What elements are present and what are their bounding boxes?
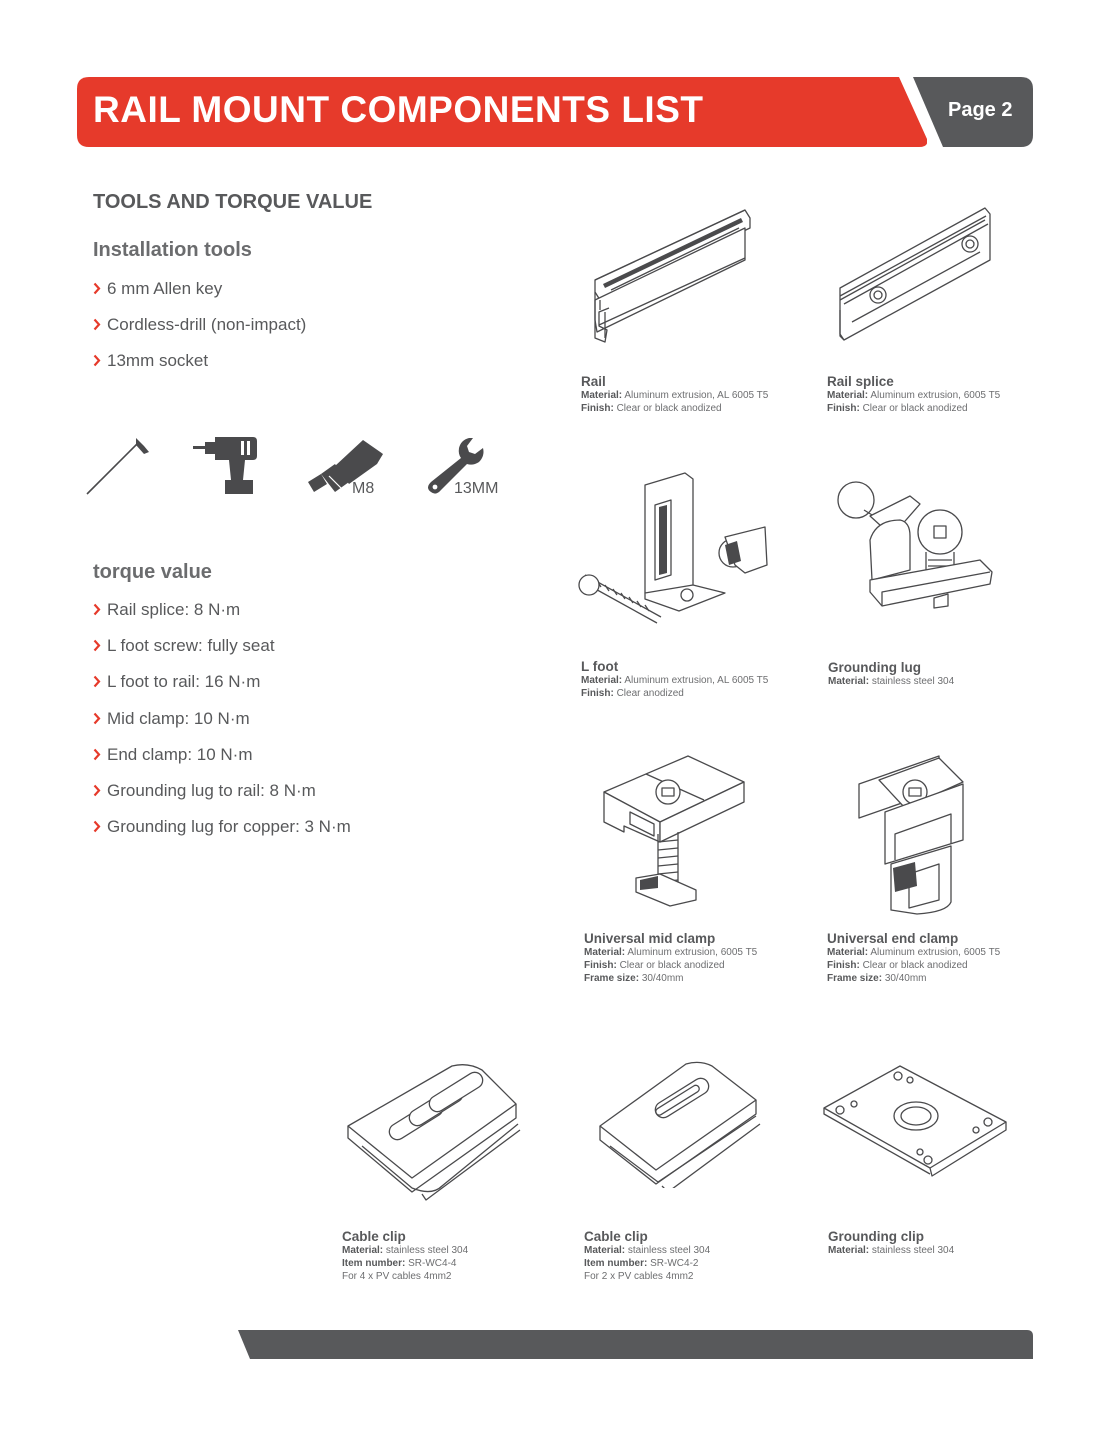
- list-item: Grounding lug for copper: 3 N·m: [93, 817, 351, 853]
- list-item-label: End clamp: 10 N·m: [107, 744, 253, 764]
- rail-splice-caption: Rail splice Material: Aluminum extrusion…: [827, 374, 1057, 415]
- header-banner: RAIL MOUNT COMPONENTS LIST: [77, 77, 927, 147]
- socket-bit-icon: [308, 440, 383, 492]
- finish-line: Finish: Clear or black anodized: [584, 960, 725, 971]
- installation-tools-list: 6 mm Allen key Cordless-drill (non-impac…: [93, 279, 306, 388]
- material-line: Material: Aluminum extrusion, AL 6005 T5: [581, 675, 769, 686]
- list-item: Mid clamp: 10 N·m: [93, 709, 351, 745]
- material-line: Material: Aluminum extrusion, AL 6005 T5: [581, 390, 769, 401]
- mid-clamp-illustration: [603, 755, 745, 907]
- chevron-right-icon: [93, 712, 101, 724]
- item-number-line: Item number: SR-WC4-2: [584, 1258, 699, 1269]
- list-item-label: 13mm socket: [107, 351, 209, 371]
- torque-value-title: torque value: [93, 561, 212, 583]
- list-item-label: Rail splice: 8 N·m: [107, 600, 241, 619]
- page-title: RAIL MOUNT COMPONENTS LIST: [93, 89, 704, 130]
- list-item-label: Cordless-drill (non-impact): [107, 315, 307, 335]
- grounding-clip-illustration: [823, 1065, 1007, 1177]
- list-item: 13mm socket: [93, 351, 306, 387]
- component-name: Grounding clip: [828, 1229, 924, 1244]
- component-name: Cable clip: [584, 1229, 648, 1244]
- socket-size-label: M8: [352, 480, 375, 497]
- finish-line: Finish: Clear or black anodized: [581, 403, 722, 414]
- page-number-tab: Page 2: [913, 77, 1033, 147]
- list-item-label: L foot to rail: 16 N·m: [107, 672, 261, 692]
- component-name: Grounding lug: [828, 660, 921, 675]
- chevron-right-icon: [93, 784, 101, 797]
- component-name: Rail splice: [827, 374, 894, 389]
- rail-caption: Rail Material: Aluminum extrusion, AL 60…: [581, 374, 811, 415]
- finish-line: Finish: Clear or black anodized: [827, 960, 968, 971]
- l-foot-illustration: [578, 472, 768, 624]
- material-line: Material: Aluminum extrusion, 6005 T5: [827, 947, 1001, 958]
- list-item: End clamp: 10 N·m: [93, 745, 351, 781]
- note-line: For 2 x PV cables 4mm2: [584, 1271, 694, 1282]
- list-item-label: Mid clamp: 10 N·m: [107, 708, 250, 728]
- cordless-drill-icon: [193, 437, 257, 494]
- cable-clip-4-caption: Cable clip Material: stainless steel 304…: [342, 1229, 572, 1283]
- material-line: Material: Aluminum extrusion, 6005 T5: [827, 390, 1001, 401]
- chevron-right-icon: [93, 676, 101, 688]
- list-item-label: 6 mm Allen key: [107, 279, 223, 298]
- component-name: Universal mid clamp: [584, 931, 716, 946]
- page-tab-shape: [913, 77, 1033, 147]
- end-clamp-caption: Universal end clamp Material: Aluminum e…: [827, 931, 1057, 985]
- component-name: L foot: [581, 659, 619, 674]
- grounding-lug-caption: Grounding lug Material: stainless steel …: [828, 660, 1058, 688]
- grounding-lug-illustration: [837, 481, 993, 609]
- grounding-clip-caption: Grounding clip Material: stainless steel…: [828, 1229, 1058, 1257]
- list-item: Cordless-drill (non-impact): [93, 315, 306, 351]
- material-line: Material: stainless steel 304: [584, 1245, 711, 1256]
- torque-value-list: Rail splice: 8 N·m L foot screw: fully s…: [93, 600, 351, 853]
- rail-splice-illustration: [839, 207, 991, 341]
- component-name: Cable clip: [342, 1229, 406, 1244]
- list-item-label: Grounding lug for copper: 3 N·m: [107, 817, 351, 837]
- material-line: Material: stainless steel 304: [828, 676, 955, 687]
- page-number: Page 2: [948, 99, 1013, 121]
- allen-key-icon: [86, 438, 149, 495]
- header-banner-shape: [77, 77, 927, 147]
- cable-clip-2-caption: Cable clip Material: stainless steel 304…: [584, 1229, 814, 1283]
- footer-bar-shape: [238, 1330, 1033, 1359]
- list-item-label: L foot screw: fully seat: [107, 636, 275, 656]
- finish-line: Finish: Clear anodized: [581, 688, 684, 699]
- material-line: Material: Aluminum extrusion, 6005 T5: [584, 947, 758, 958]
- cable-clip-4-illustration: [347, 1064, 521, 1201]
- wrench-icon: [428, 438, 484, 494]
- list-item: L foot to rail: 16 N·m: [93, 672, 351, 708]
- list-item-label: Grounding lug to rail: 8 N·m: [107, 780, 316, 800]
- material-line: Material: stainless steel 304: [828, 1245, 955, 1256]
- cable-clip-2-illustration: [599, 1061, 761, 1188]
- end-clamp-illustration: [858, 755, 964, 915]
- rail-illustration: [594, 209, 751, 343]
- chevron-right-icon: [93, 318, 101, 331]
- item-number-line: Item number: SR-WC4-4: [342, 1258, 457, 1269]
- frame-size-line: Frame size: 30/40mm: [584, 973, 684, 984]
- component-name: Rail: [581, 374, 606, 389]
- list-item: Grounding lug to rail: 8 N·m: [93, 781, 351, 817]
- tools-section-title: TOOLS AND TORQUE VALUE: [93, 191, 373, 213]
- chevron-right-icon: [93, 603, 101, 616]
- chevron-right-icon: [93, 639, 101, 652]
- l-foot-caption: L foot Material: Aluminum extrusion, AL …: [581, 659, 811, 700]
- note-line: For 4 x PV cables 4mm2: [342, 1271, 452, 1282]
- mid-clamp-caption: Universal mid clamp Material: Aluminum e…: [584, 931, 814, 985]
- footer-bar: [238, 1330, 1033, 1359]
- chevron-right-icon: [93, 748, 101, 760]
- chevron-right-icon: [93, 820, 101, 833]
- frame-size-line: Frame size: 30/40mm: [827, 973, 927, 984]
- list-item: 6 mm Allen key: [93, 279, 306, 315]
- list-item: L foot screw: fully seat: [93, 636, 351, 672]
- material-line: Material: stainless steel 304: [342, 1245, 469, 1256]
- component-name: Universal end clamp: [827, 931, 959, 946]
- finish-line: Finish: Clear or black anodized: [827, 403, 968, 414]
- wrench-size-label: 13MM: [454, 480, 499, 497]
- chevron-right-icon: [93, 282, 101, 295]
- chevron-right-icon: [93, 355, 101, 367]
- installation-tools-title: Installation tools: [93, 239, 252, 261]
- list-item: Rail splice: 8 N·m: [93, 600, 351, 636]
